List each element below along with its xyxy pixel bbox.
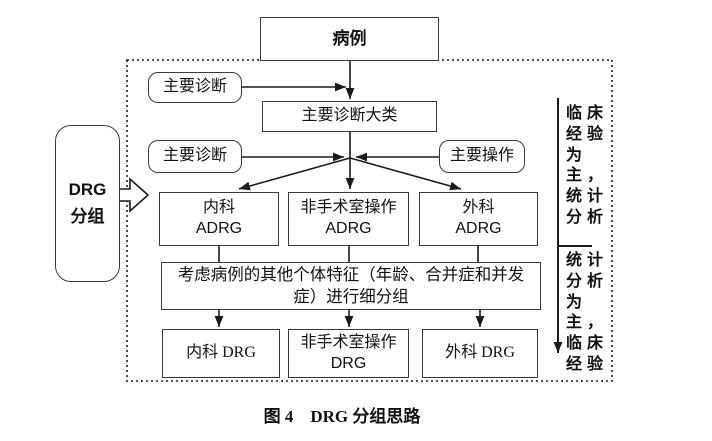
annotation-statistical-first: 统计 分析 为 主， 临床 经验 [566,252,609,373]
annotation-clinical-first: 临床 经验 为 主， 统计 分析 [566,105,609,226]
node-nonor-adrg-line2: ADRG [325,220,372,237]
node-refine-label: 考虑病例的其他个体特征（年龄、合并症和并发 症）进行细分组 [177,265,525,306]
node-primary-operation-label: 主要操作 [449,147,514,165]
node-surgical-adrg: 外科 ADRG [419,192,538,246]
node-medical-drg: 内科 DRG [162,329,280,378]
node-case: 病例 [260,17,439,61]
node-surgical-drg: 外科 DRG [422,329,538,378]
arrow-to-medical-adrg [238,157,351,191]
node-medical-adrg: 内科 ADRG [159,192,279,246]
node-primary-diagnosis-mid: 主要诊断 [148,140,242,173]
node-medical-adrg-line2: ADRG [195,220,243,237]
node-nonor-adrg-line1: 非手术室操作 [300,199,397,217]
node-primary-operation: 主要操作 [439,140,525,173]
node-drg-grouping-line1: DRG [68,180,107,200]
node-surgical-adrg-line1: 外科 [462,199,495,217]
node-surgical-drg-label: 外科 DRG [445,344,515,362]
node-nonor-drg: 非手术室操作 DRG [288,329,409,378]
node-primary-diagnosis-top: 主要诊断 [148,72,242,103]
node-refine: 考虑病例的其他个体特征（年龄、合并症和并发 症）进行细分组 [161,262,541,310]
node-surgical-adrg-line2: ADRG [455,220,502,237]
figure-caption: 图 4 DRG 分组思路 [263,407,421,426]
node-primary-diagnosis-top-label: 主要诊断 [162,78,227,96]
arrow-to-surgical-adrg [349,157,462,191]
node-mdc-label: 主要诊断大类 [301,107,398,125]
dashed-boundary [126,59,613,382]
node-nonor-adrg: 非手术室操作 ADRG [288,192,409,246]
node-medical-adrg-line1: 内科 [202,199,235,217]
node-nonor-drg-line1: 非手术室操作 [300,333,397,351]
node-primary-diagnosis-mid-label: 主要诊断 [162,147,227,165]
node-nonor-drg-line2: DRG [330,354,367,372]
node-case-label: 病例 [332,28,367,48]
node-mdc: 主要诊断大类 [262,101,437,132]
node-medical-drg-label: 内科 DRG [186,344,256,362]
node-drg-grouping-line2: 分组 [70,206,105,226]
node-drg-grouping: DRG 分组 [55,125,120,282]
